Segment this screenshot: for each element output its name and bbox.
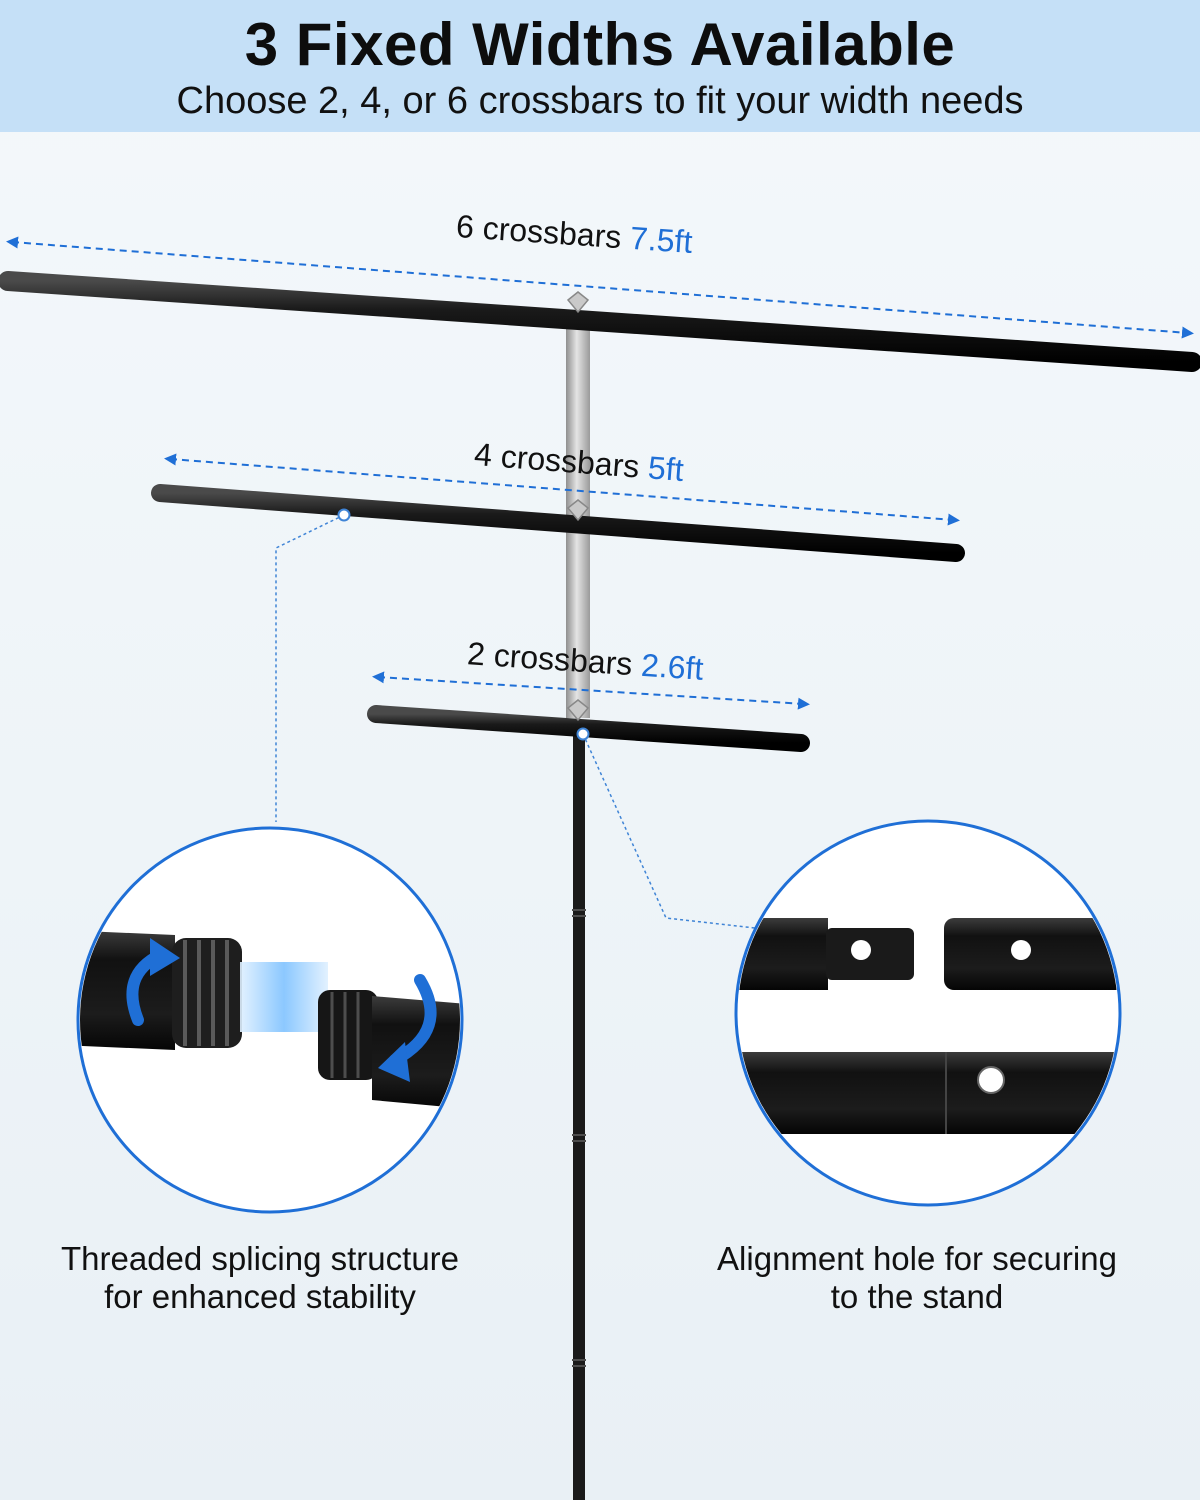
caption-alignment: Alignment hole for securing to the stand	[657, 1240, 1177, 1316]
crossbar-width-2: 2.6ft	[639, 646, 705, 687]
crossbar-6	[0, 271, 1200, 372]
page-title: 3 Fixed Widths Available	[244, 11, 956, 78]
caption-alignment-line1: Alignment hole for securing	[717, 1240, 1117, 1277]
leader-line-threaded	[275, 514, 345, 822]
crossbar-width-6: 7.5ft	[628, 219, 694, 261]
page-subtitle: Choose 2, 4, or 6 crossbars to fit your …	[176, 80, 1024, 122]
crossbar-2	[367, 705, 810, 752]
alignment-detail-circle	[734, 819, 1122, 1207]
caption-alignment-line2: to the stand	[830, 1278, 1004, 1315]
caption-threaded: Threaded splicing structure for enhanced…	[0, 1240, 520, 1316]
header-banner	[0, 0, 1200, 132]
upright-pole-lower	[573, 730, 585, 1500]
dimension-arrow-6	[6, 236, 1194, 339]
crossbar-width-4: 5ft	[646, 449, 685, 488]
dimension-arrow-2	[372, 671, 810, 710]
threaded-detail-circle	[76, 826, 464, 1214]
caption-threaded-line2: for enhanced stability	[104, 1278, 416, 1315]
leader-line-alignment	[582, 733, 756, 929]
caption-threaded-line1: Threaded splicing structure	[60, 1240, 460, 1277]
pole-joints	[572, 909, 586, 1367]
leader-dot-alignment	[576, 727, 590, 741]
crossbar-4	[151, 484, 965, 562]
leader-dot-threaded	[337, 508, 351, 522]
